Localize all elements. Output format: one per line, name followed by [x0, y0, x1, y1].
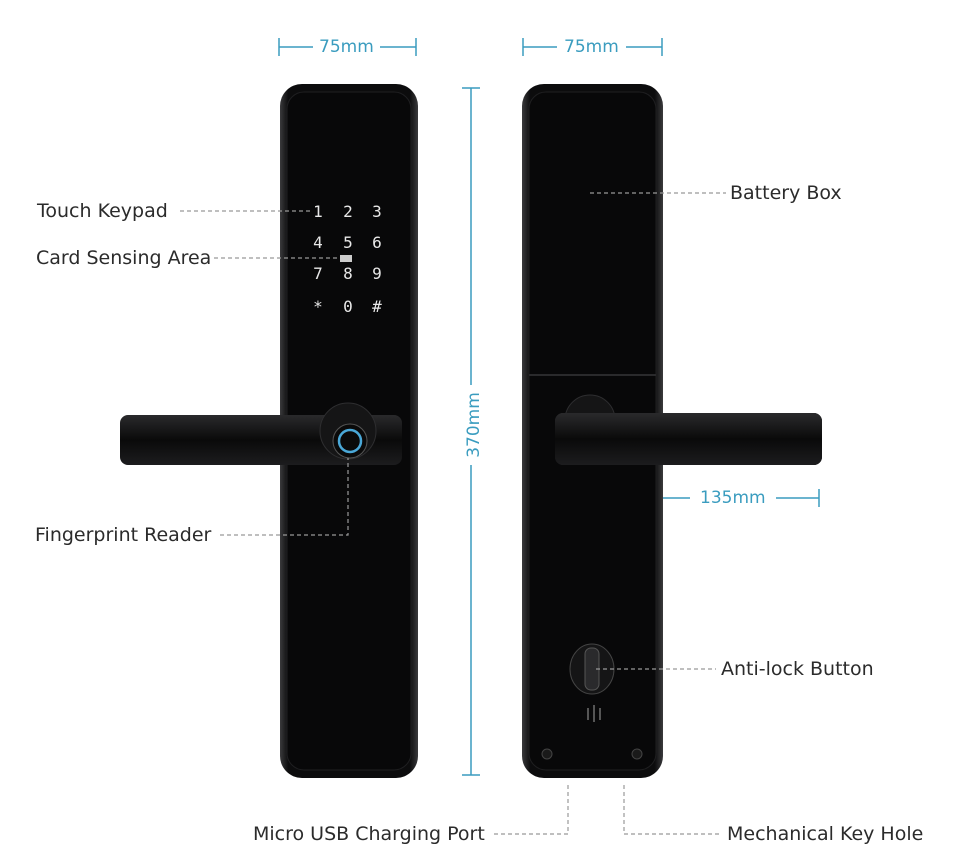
keypad-key: 9: [372, 264, 382, 283]
key-hole-slots: [587, 705, 601, 722]
keypad-key: 5: [343, 233, 353, 252]
keypad-key: 4: [313, 233, 323, 252]
keypad-key: 0: [343, 297, 353, 316]
keypad-key: 2: [343, 202, 353, 221]
card-sensor-icon: [340, 255, 352, 262]
keypad-key: 8: [343, 264, 353, 283]
front-width-dimension: 75mm: [316, 37, 377, 57]
handle-length-dimension: 135mm: [697, 488, 769, 508]
fingerprint-reader-label: Fingerprint Reader: [35, 524, 212, 546]
keypad-key: 1: [313, 202, 323, 221]
keypad-key: 6: [372, 233, 382, 252]
back-width-dimension: 75mm: [561, 37, 622, 57]
keypad-key: #: [372, 297, 382, 316]
key-hole-label: Mechanical Key Hole: [727, 823, 924, 844]
card-sensing-area-label: Card Sensing Area: [36, 247, 212, 269]
screw-icon: [631, 748, 643, 760]
leader-lines: [180, 192, 726, 835]
battery-box-label: Battery Box: [730, 182, 842, 204]
height-dimension: 370mm: [463, 389, 484, 461]
touch-keypad-label: Touch Keypad: [37, 200, 168, 222]
keypad-key: 3: [372, 202, 382, 221]
screw-icon: [541, 748, 553, 760]
keypad-key: 7: [313, 264, 323, 283]
fingerprint-icon: [337, 428, 363, 454]
micro-usb-label: Micro USB Charging Port: [253, 823, 485, 844]
anti-lock-button-label: Anti-lock Button: [721, 658, 874, 680]
keypad-key: *: [313, 297, 323, 316]
